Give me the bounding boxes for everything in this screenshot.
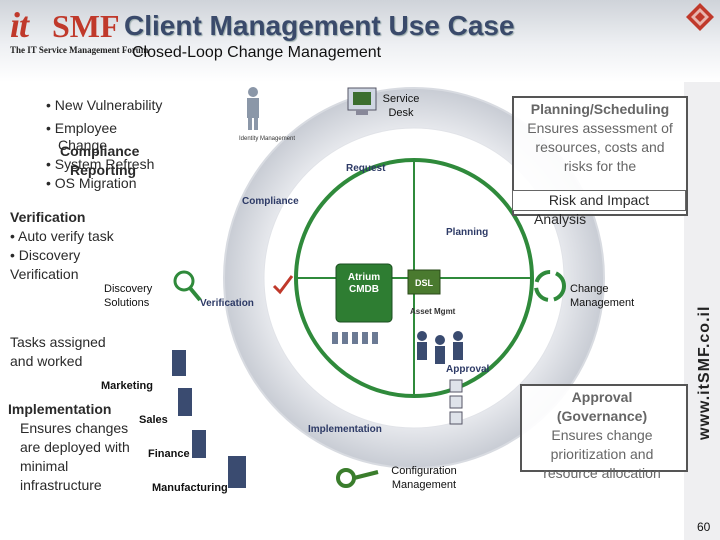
brand-strip [684, 82, 720, 540]
planning-text: Planning/Scheduling Ensures assessment o… [522, 100, 678, 176]
slide-title: Client Management Use Case [124, 10, 515, 41]
service-desk-icon [347, 87, 377, 115]
planning-heading: Planning/Scheduling [530, 101, 670, 117]
tasks-text: Tasks assigned and worked [10, 334, 106, 369]
approval-text: Approval (Governance) Ensures change pri… [524, 388, 680, 483]
planning-body: Ensures assessment of resources, costs a… [527, 120, 673, 174]
list-item: • System Refresh [46, 156, 155, 172]
service-desk-label: Service Desk [382, 93, 420, 119]
logo-smf: SMF [52, 8, 120, 44]
discovery-solutions-label: Discovery Solutions [104, 283, 153, 309]
cmdb-label: CMDB [349, 284, 379, 295]
identity-label: Identity Management [239, 136, 295, 142]
dsl-label: DSL [415, 278, 434, 288]
asset-mgmt-label: Asset Mgmt [410, 307, 456, 316]
compliance-ring-label: Compliance [242, 196, 299, 207]
approval-box [520, 384, 688, 472]
dsl-box [407, 269, 441, 295]
compliance-overlay: Compliance [60, 143, 140, 159]
cmdb-box [335, 263, 393, 323]
identity-person-icon [247, 87, 259, 130]
list-item: • OS Migration [46, 175, 137, 191]
slide-subtitle: Closed-Loop Change Management [132, 44, 382, 61]
approval-ring-label: Approval [446, 364, 490, 375]
reporting-overlay: Reporting [70, 162, 137, 178]
planning-ring-label: Planning [446, 227, 488, 238]
approval-heading: Approval [571, 389, 633, 405]
atrium-label: Atrium [348, 272, 380, 283]
page-number: 60 [697, 520, 711, 534]
verification-heading: Verification [10, 209, 86, 225]
implementation-note: Implementation Ensures changes are deplo… [8, 400, 132, 495]
left-bullet-list: • New Vulnerability • Employee Change • … [46, 96, 166, 193]
list-item: • Discovery Verification [10, 247, 81, 282]
list-item: • New Vulnerability [46, 97, 163, 113]
implementation-body: Ensures changes are deployed with minima… [20, 420, 130, 493]
implementation-heading: Implementation [8, 401, 112, 417]
department-buildings-icon [172, 350, 246, 488]
configuration-management-label: Configuration Management [391, 465, 457, 491]
list-item: Change [58, 137, 108, 153]
change-management-icon [534, 270, 566, 302]
risk-impact-overlay: Risk and Impact [512, 190, 686, 211]
list-item: • Auto verify task [10, 228, 114, 244]
logo-tagline: The IT Service Management Forum [10, 45, 149, 55]
analysis-overlay: Analysis [534, 211, 587, 227]
list-item: • Employee [46, 120, 118, 136]
finance-label: Finance [148, 448, 190, 460]
verification-ring-label: Verification [200, 298, 254, 309]
configuration-key-icon [336, 468, 379, 488]
discovery-magnifier-icon [173, 270, 202, 302]
approval-heading-2: (Governance) [556, 408, 648, 424]
marketing-label: Marketing [101, 380, 153, 392]
check-icon [272, 275, 294, 295]
change-management-label: Change Management [570, 283, 635, 309]
server-icons [332, 332, 378, 344]
approval-checklist-icon [449, 379, 463, 425]
request-ring-label: Request [346, 163, 386, 174]
closed-loop-diagram: Atrium CMDB DSL Asset Mgmt Request Compl… [172, 87, 605, 488]
sales-label: Sales [139, 414, 168, 426]
people-cluster-icon [417, 331, 463, 364]
manufacturing-label: Manufacturing [152, 482, 228, 494]
corner-diamond-icon [686, 3, 714, 31]
header-band [0, 0, 720, 82]
verification-section: Verification • Auto verify task • Discov… [10, 208, 150, 284]
approval-body: Ensures change prioritization and resour… [543, 427, 661, 481]
logo-it: it [10, 5, 29, 45]
implementation-ring-label: Implementation [308, 424, 382, 435]
